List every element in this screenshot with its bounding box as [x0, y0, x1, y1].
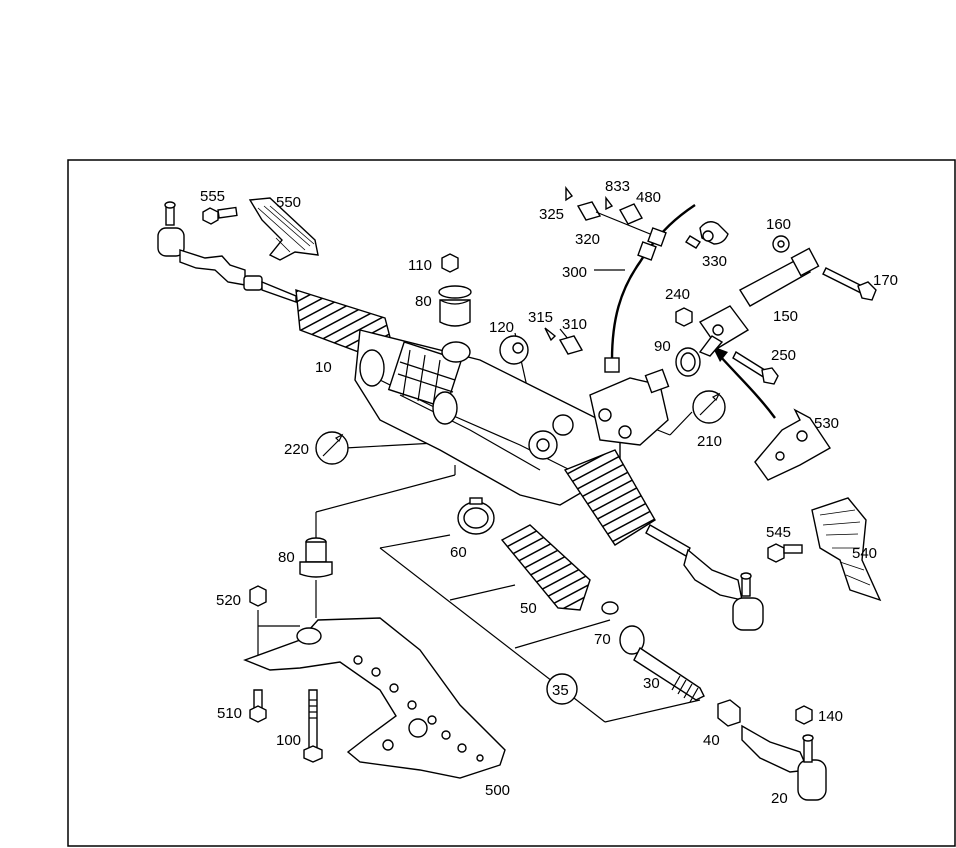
nut-520 [249, 585, 267, 607]
label-40: 40 [703, 732, 720, 749]
bolt-250 [732, 350, 779, 385]
label-210: 210 [697, 433, 722, 450]
heat-shield-540 [811, 497, 882, 602]
label-10: 10 [315, 359, 332, 376]
nut-140 [795, 705, 813, 725]
label-160: 160 [766, 216, 791, 233]
connector-320 [576, 201, 602, 221]
label-140: 140 [818, 708, 843, 725]
label-530: 530 [814, 415, 839, 432]
bellows-50 [500, 524, 591, 611]
label-300: 300 [562, 264, 587, 281]
connector-plug-b [637, 241, 657, 261]
wrench-icon [692, 390, 726, 424]
label-110: 110 [408, 257, 432, 274]
label-80-lower: 80 [278, 549, 295, 566]
assembly-arrow [719, 355, 776, 419]
label-35: 35 [552, 682, 569, 699]
nut-240 [675, 307, 693, 327]
label-100: 100 [276, 732, 301, 749]
clamp-60 [457, 497, 495, 535]
seal-90 [675, 347, 701, 377]
bolt-510 [249, 689, 267, 723]
clip-330 [685, 221, 729, 249]
label-310: 310 [562, 316, 587, 333]
connector-plug-a [647, 227, 667, 247]
label-555: 555 [200, 188, 225, 205]
label-550: 550 [276, 194, 301, 211]
label-330: 330 [702, 253, 727, 270]
label-60: 60 [450, 544, 467, 561]
label-50: 50 [520, 600, 537, 617]
label-320: 320 [575, 231, 600, 248]
tie-rod-end-20 [741, 724, 827, 801]
label-540: 540 [852, 545, 877, 562]
bushing-80-top [438, 285, 472, 327]
label-315: 315 [528, 309, 553, 326]
clamp-70 [601, 601, 619, 615]
wrench-icon [315, 431, 349, 465]
label-20: 20 [771, 790, 788, 807]
heat-shield-550 [248, 197, 319, 261]
label-510: 510 [217, 705, 242, 722]
label-520: 520 [216, 592, 241, 609]
pin-315 [544, 327, 557, 342]
label-70: 70 [594, 631, 611, 648]
bolt-100 [303, 689, 323, 763]
label-120: 120 [489, 319, 514, 336]
diagram-frame [67, 159, 956, 847]
label-170: 170 [873, 272, 898, 289]
bolt-545 [767, 543, 803, 563]
label-833: 833 [605, 178, 630, 195]
pin-325 [565, 185, 574, 202]
nut-110 [441, 253, 459, 273]
label-80-top: 80 [415, 293, 432, 310]
subframe-500 [243, 617, 506, 779]
bracket-530 [754, 408, 831, 481]
bolt-170 [822, 267, 877, 301]
label-150: 150 [773, 308, 798, 325]
bushing-80-lower [299, 537, 333, 578]
pin-833 [605, 195, 614, 211]
label-35-circle [546, 673, 578, 705]
label-545: 545 [766, 524, 791, 541]
washer-120 [499, 335, 529, 365]
label-240: 240 [665, 286, 690, 303]
part-labels: 555 550 833 480 325 320 330 160 300 110 … [200, 178, 898, 807]
label-325: 325 [539, 206, 564, 223]
label-30: 30 [643, 675, 660, 692]
label-250: 250 [771, 347, 796, 364]
label-90: 90 [654, 338, 671, 355]
wiring-cable [610, 204, 696, 361]
nut-40 [717, 699, 741, 727]
intermediate-shaft-150 [698, 247, 820, 357]
label-480: 480 [636, 189, 661, 206]
steering-rack-assembly [157, 201, 764, 631]
label-220: 220 [284, 441, 309, 458]
bolt-555 [202, 206, 238, 225]
inner-tie-rod-30 [619, 625, 705, 703]
washer-160 [772, 235, 790, 253]
connector-480 [619, 203, 643, 225]
sensor-box [604, 357, 620, 373]
connector-310 [558, 335, 584, 355]
label-500: 500 [485, 782, 510, 799]
